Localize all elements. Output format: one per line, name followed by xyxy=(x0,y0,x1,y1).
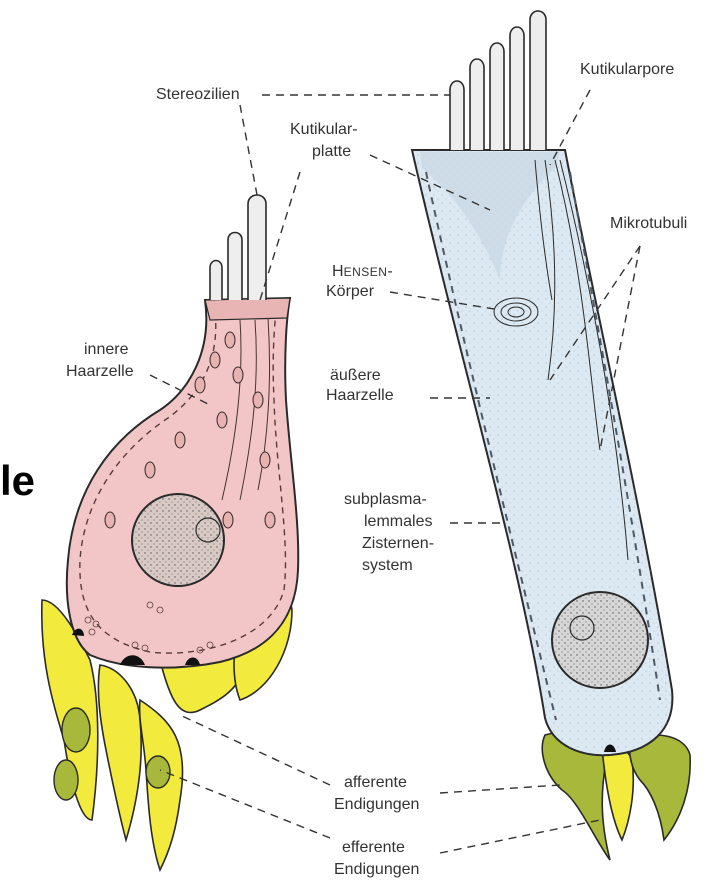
label-kutikularpore: Kutikularpore xyxy=(580,60,674,80)
label-hensen-dash: - xyxy=(387,263,392,280)
label-innere-2: Haarzelle xyxy=(66,362,134,382)
label-stereozilien: Stereozilien xyxy=(156,85,240,105)
label-subplasma-3: Zisternen- xyxy=(362,534,434,554)
inner-cuticular-plate xyxy=(205,298,290,320)
inner-efferent-ending xyxy=(146,756,170,788)
inner-afferent-ending xyxy=(98,665,141,840)
label-kutikularplatte-1: Kutikular- xyxy=(290,120,358,140)
outer-efferent-ending xyxy=(629,735,690,840)
label-hensen: HENSEN- xyxy=(332,262,393,282)
label-subplasma-4: system xyxy=(362,556,413,576)
label-efferente-2: Endigungen xyxy=(334,860,419,880)
label-aeussere-1: äußere xyxy=(330,366,381,386)
outer-stereocilia xyxy=(450,11,546,150)
label-hensen-initial: H xyxy=(332,263,344,280)
partial-heading: le xyxy=(0,458,35,504)
label-afferente-1: afferente xyxy=(344,773,407,793)
inner-stereocilia xyxy=(210,195,266,300)
inner-efferent-ending xyxy=(62,708,90,752)
inner-efferent-ending xyxy=(54,760,78,800)
label-efferente-1: efferente xyxy=(342,838,405,858)
label-koerper: Körper xyxy=(326,282,374,302)
label-kutikularplatte-2: platte xyxy=(312,142,351,162)
label-hensen-smallcaps: ENSEN xyxy=(344,265,388,279)
inner-hair-cell xyxy=(42,195,298,870)
label-aeussere-2: Haarzelle xyxy=(326,386,394,406)
label-afferente-2: Endigungen xyxy=(334,795,419,815)
label-subplasma-1: subplasma- xyxy=(344,490,427,510)
label-innere-1: innere xyxy=(84,340,128,360)
label-subplasma-2: lemmales xyxy=(364,512,432,532)
outer-afferent-ending xyxy=(602,747,633,840)
label-mikrotubuli: Mikrotubuli xyxy=(610,214,687,234)
outer-hair-cell xyxy=(412,11,690,860)
